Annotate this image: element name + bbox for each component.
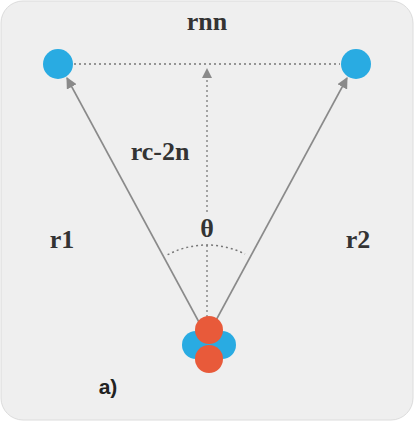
vector-r1 xyxy=(67,78,200,324)
atom-orange xyxy=(195,345,223,373)
angle-arc xyxy=(168,245,245,255)
vector-label: r2 xyxy=(346,227,371,253)
atom-blue xyxy=(43,49,73,79)
vector-label: rnn xyxy=(187,9,227,35)
atom-orange xyxy=(195,316,223,344)
atom-blue xyxy=(341,49,371,79)
vector-label: a) xyxy=(99,376,118,397)
vector-label: θ xyxy=(197,215,217,243)
vector-r2 xyxy=(214,78,347,324)
vector-label: rc-2n xyxy=(131,139,190,165)
neighbour-distance-line xyxy=(74,63,340,65)
vector-label: r1 xyxy=(50,227,75,253)
center-vector xyxy=(206,69,208,322)
